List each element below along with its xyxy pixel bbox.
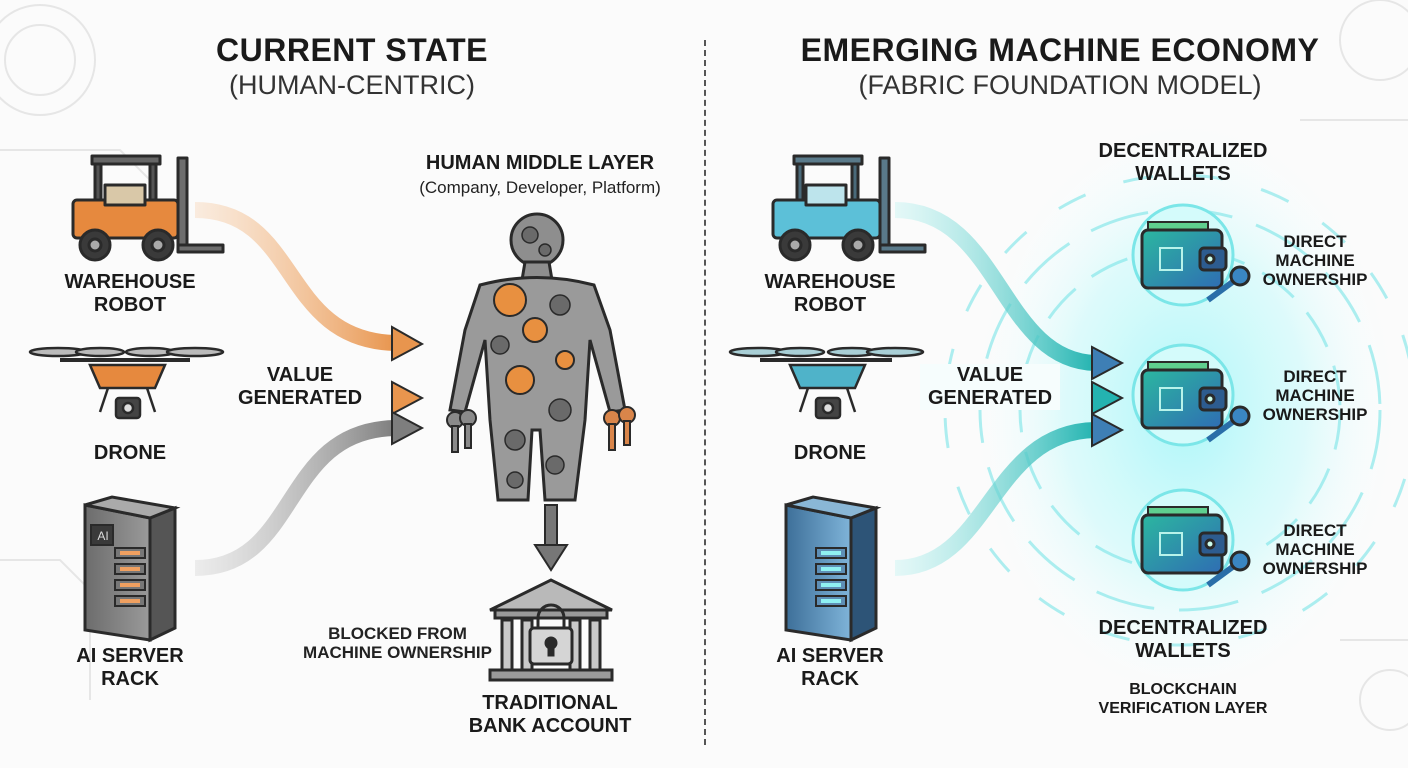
human-middle-layer-subtitle: (Company, Developer, Platform) <box>419 178 661 197</box>
wallet-icon-2 <box>1131 343 1251 447</box>
drone-icon-right <box>728 346 925 420</box>
bank-icon <box>488 578 614 682</box>
ownership-1-line1: DIRECT <box>1283 232 1347 251</box>
wallet-icon-1 <box>1131 203 1251 307</box>
rack-ai-badge: AI <box>97 529 109 543</box>
ownership-2-line2: MACHINE <box>1275 386 1355 405</box>
right-panel-title: EMERGING MACHINE ECONOMY <box>800 32 1320 68</box>
left-panel-subtitle: (HUMAN-CENTRIC) <box>229 70 475 100</box>
left-warehouse-label-line2: ROBOT <box>93 294 167 316</box>
left-source-warehouse-robot: WAREHOUSE ROBOT <box>30 271 230 317</box>
blocked-from-machine-ownership-note: BLOCKED FROM MACHINE OWNERSHIP <box>300 624 495 662</box>
right-value-generated-label: VALUE GENERATED <box>920 364 1060 410</box>
right-value-line1: VALUE <box>956 364 1024 386</box>
left-rack-label-line1: AI SERVER <box>76 645 184 667</box>
blockchain-line2: VERIFICATION LAYER <box>1098 700 1268 717</box>
arrowheads-left <box>391 325 425 446</box>
wallets-top-line2: WALLETS <box>1135 163 1231 185</box>
left-value-line1: VALUE <box>266 364 334 386</box>
arrowheads-right <box>1091 345 1125 448</box>
warehouse-robot-icon <box>71 154 225 262</box>
right-rack-label-line2: RACK <box>801 668 859 690</box>
left-value-line2: GENERATED <box>237 387 363 409</box>
panel-divider <box>704 40 706 745</box>
wallet-icon-3 <box>1131 488 1251 592</box>
ownership-1-line2: MACHINE <box>1275 251 1355 270</box>
left-panel-title: CURRENT STATE <box>216 32 488 68</box>
background-circuit-decoration <box>0 0 1408 731</box>
blocked-note-line1: BLOCKED FROM <box>328 624 467 643</box>
ownership-3-line3: OWNERSHIP <box>1262 559 1368 578</box>
right-source-drone: DRONE <box>793 442 867 464</box>
ownership-3-line1: DIRECT <box>1283 521 1347 540</box>
blockchain-line1: BLOCKCHAIN <box>1129 681 1237 698</box>
wallets-top-line1: DECENTRALIZED <box>1098 140 1268 162</box>
right-source-warehouse-robot: WAREHOUSE ROBOT <box>730 271 930 317</box>
human-middle-layer-figure <box>446 212 636 502</box>
wallets-bottom-line1: DECENTRALIZED <box>1098 617 1268 639</box>
left-warehouse-label-line1: WAREHOUSE <box>64 271 196 293</box>
direct-machine-ownership-label-1: DIRECT MACHINE OWNERSHIP <box>1245 232 1385 289</box>
decentralized-wallets-top-label: DECENTRALIZED WALLETS <box>1063 140 1303 186</box>
ownership-1-line3: OWNERSHIP <box>1262 270 1368 289</box>
blockchain-verification-layer-label: BLOCKCHAIN VERIFICATION LAYER <box>1073 680 1293 718</box>
right-source-ai-server-rack: AI SERVER RACK <box>730 645 930 691</box>
warehouse-robot-icon-right <box>771 154 927 262</box>
ownership-2-line3: OWNERSHIP <box>1262 405 1368 424</box>
human-middle-layer-title: HUMAN MIDDLE LAYER <box>425 152 655 174</box>
right-warehouse-label-line2: ROBOT <box>793 294 867 316</box>
left-rack-label-line2: RACK <box>101 668 159 690</box>
direct-machine-ownership-label-2: DIRECT MACHINE OWNERSHIP <box>1245 367 1385 424</box>
wallets-bottom-line2: WALLETS <box>1135 640 1231 662</box>
ownership-2-line1: DIRECT <box>1283 367 1347 386</box>
right-panel-subtitle: (FABRIC FOUNDATION MODEL) <box>858 70 1262 100</box>
lock-icon <box>528 603 574 666</box>
right-warehouse-label-line1: WAREHOUSE <box>764 271 896 293</box>
down-arrow-to-bank <box>533 504 569 572</box>
left-value-generated-label: VALUE GENERATED <box>225 364 375 410</box>
right-value-line2: GENERATED <box>927 387 1053 409</box>
blocked-note-line2: MACHINE OWNERSHIP <box>303 643 492 662</box>
left-source-drone: DRONE <box>93 442 167 464</box>
bank-label-line1: TRADITIONAL <box>482 692 618 714</box>
decentralized-wallets-bottom-label: DECENTRALIZED WALLETS <box>1063 617 1303 663</box>
ai-server-rack-icon <box>83 495 181 643</box>
right-rack-label-line1: AI SERVER <box>776 645 884 667</box>
traditional-bank-account-label: TRADITIONAL BANK ACCOUNT <box>440 692 660 738</box>
left-source-ai-server-rack: AI SERVER RACK <box>30 645 230 691</box>
drone-icon <box>28 346 225 420</box>
direct-machine-ownership-label-3: DIRECT MACHINE OWNERSHIP <box>1245 521 1385 578</box>
ai-server-rack-icon-right <box>784 495 882 643</box>
bank-label-line2: BANK ACCOUNT <box>468 715 632 737</box>
ownership-3-line2: MACHINE <box>1275 540 1355 559</box>
